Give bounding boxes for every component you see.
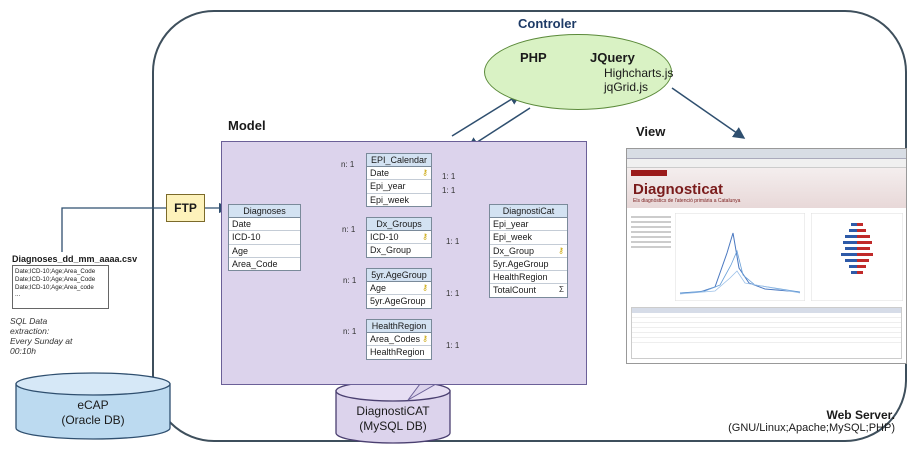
- field: Dx_Group: [370, 245, 412, 256]
- field: Age: [229, 245, 300, 258]
- table-epi-calendar-header: EPI_Calendar: [367, 154, 431, 167]
- rel-n1: n: 1: [341, 160, 355, 169]
- rel-11: 1: 1: [442, 172, 456, 181]
- table-health-region: HealthRegion Area_Codes⚷ HealthRegion: [366, 319, 432, 360]
- controller-highcharts: Highcharts.js: [604, 66, 674, 80]
- field: Age⚷: [367, 282, 431, 296]
- csv-line: ...: [15, 291, 21, 299]
- csv-line: Date;ICD-10;Age;Area_Code: [15, 268, 96, 275]
- field: Epi_week: [490, 231, 567, 245]
- field: Area_Codes⚷: [367, 333, 431, 347]
- rel-11: 1: 1: [446, 237, 460, 246]
- controller-jqgrid: jqGrid.js: [604, 80, 649, 94]
- table-epi-calendar: EPI_Calendar Date⚷ Epi_year Epi_week: [366, 153, 432, 207]
- rel-n1: n: 1: [342, 225, 356, 234]
- controller-ellipse: [484, 34, 672, 110]
- table-dx-groups: Dx_Groups ICD-10⚷ Dx_Group: [366, 217, 432, 258]
- key-icon: ⚷: [558, 245, 564, 255]
- table-health-region-header: HealthRegion: [367, 320, 431, 333]
- table-diagnosticat: DiagnostiCat Epi_year Epi_week Dx_Group⚷…: [489, 204, 568, 298]
- controller-jquery: JQuery: [590, 50, 635, 65]
- field: 5yr.AgeGroup: [490, 258, 567, 272]
- field: 5yr.AgeGroup: [370, 296, 426, 307]
- key-icon: ⚷: [422, 168, 428, 177]
- rel-n1: n: 1: [343, 276, 357, 285]
- ftp-box: FTP: [166, 194, 205, 222]
- field: HealthRegion: [370, 347, 425, 358]
- controller-to-view-arrow: [671, 87, 746, 139]
- ecap-label: eCAP (Oracle DB): [61, 398, 125, 427]
- browser-tabbar: [627, 149, 906, 159]
- field: Epi_year: [367, 180, 431, 194]
- controller-title: Controler: [518, 16, 577, 31]
- field: Area_Code: [232, 258, 278, 269]
- sql-extraction-note: SQL Data extraction: Every Sunday at 00:…: [10, 316, 73, 356]
- model-to-controller-arrow: [451, 93, 522, 137]
- key-icon: ⚷: [422, 283, 428, 292]
- web-server-label: Web Server. (GNU/Linux;Apache;MySQL;PHP): [728, 408, 895, 434]
- rel-11: 1: 1: [446, 289, 460, 298]
- view-title: View: [636, 124, 666, 139]
- app-header: Diagnosticat Els diagnòstics de l'atenci…: [627, 168, 906, 208]
- field: Date: [229, 218, 300, 232]
- field: Dx_Group⚷: [490, 245, 567, 258]
- table-dx-groups-header: Dx_Groups: [367, 218, 431, 231]
- table-diagnoses: Diagnoses Date ICD-10 Age Area_Code: [228, 204, 301, 272]
- sum-icon: Σ: [559, 285, 564, 295]
- mysql-label: DiagnostiCAT (MySQL DB): [356, 404, 430, 433]
- field: Epi_week: [370, 194, 410, 205]
- rel-11: 1: 1: [442, 186, 456, 195]
- mini-data-grid: [631, 307, 902, 359]
- field: ICD-10: [229, 231, 300, 245]
- key-icon: ⚷: [422, 232, 428, 241]
- mini-pyramid-chart: [811, 213, 903, 301]
- field: Date⚷: [367, 167, 431, 181]
- browser-addressbar: [627, 159, 906, 168]
- field: Epi_year: [490, 218, 567, 232]
- csv-to-ftp-line: [61, 207, 166, 252]
- model-title: Model: [228, 118, 266, 133]
- table-diagnoses-header: Diagnoses: [229, 205, 300, 218]
- csv-document: Date;ICD-10;Age;Area_Code Date;ICD-10;Ag…: [12, 265, 109, 309]
- view-screenshot: Diagnosticat Els diagnòstics de l'atenci…: [626, 148, 907, 364]
- csv-line: Date;ICD-10;Age;Area_Code: [15, 275, 96, 283]
- csv-filename: Diagnoses_dd_mm_aaaa.csv: [12, 254, 138, 264]
- app-title: Diagnosticat: [633, 181, 724, 198]
- ecap-cylinder: [15, 372, 171, 440]
- table-age-group: 5yr.AgeGroup Age⚷ 5yr.AgeGroup: [366, 268, 432, 309]
- field: HealthRegion: [490, 271, 567, 285]
- rel-11: 1: 1: [446, 341, 460, 350]
- csv-line: Date;ICD-10;Age;Area_code: [15, 283, 94, 291]
- mini-line-chart: [675, 213, 805, 301]
- rel-n1: n: 1: [343, 327, 357, 336]
- app-subtitle: Els diagnòstics de l'atenció primària a …: [633, 198, 741, 204]
- controller-php: PHP: [520, 50, 547, 65]
- mysql-cylinder: [335, 380, 451, 444]
- key-icon: ⚷: [422, 334, 428, 343]
- sidebar-mini: [629, 213, 673, 303]
- field: ICD-10⚷: [367, 231, 431, 245]
- table-diagnosticat-header: DiagnostiCat: [490, 205, 567, 218]
- table-age-group-header: 5yr.AgeGroup: [367, 269, 431, 282]
